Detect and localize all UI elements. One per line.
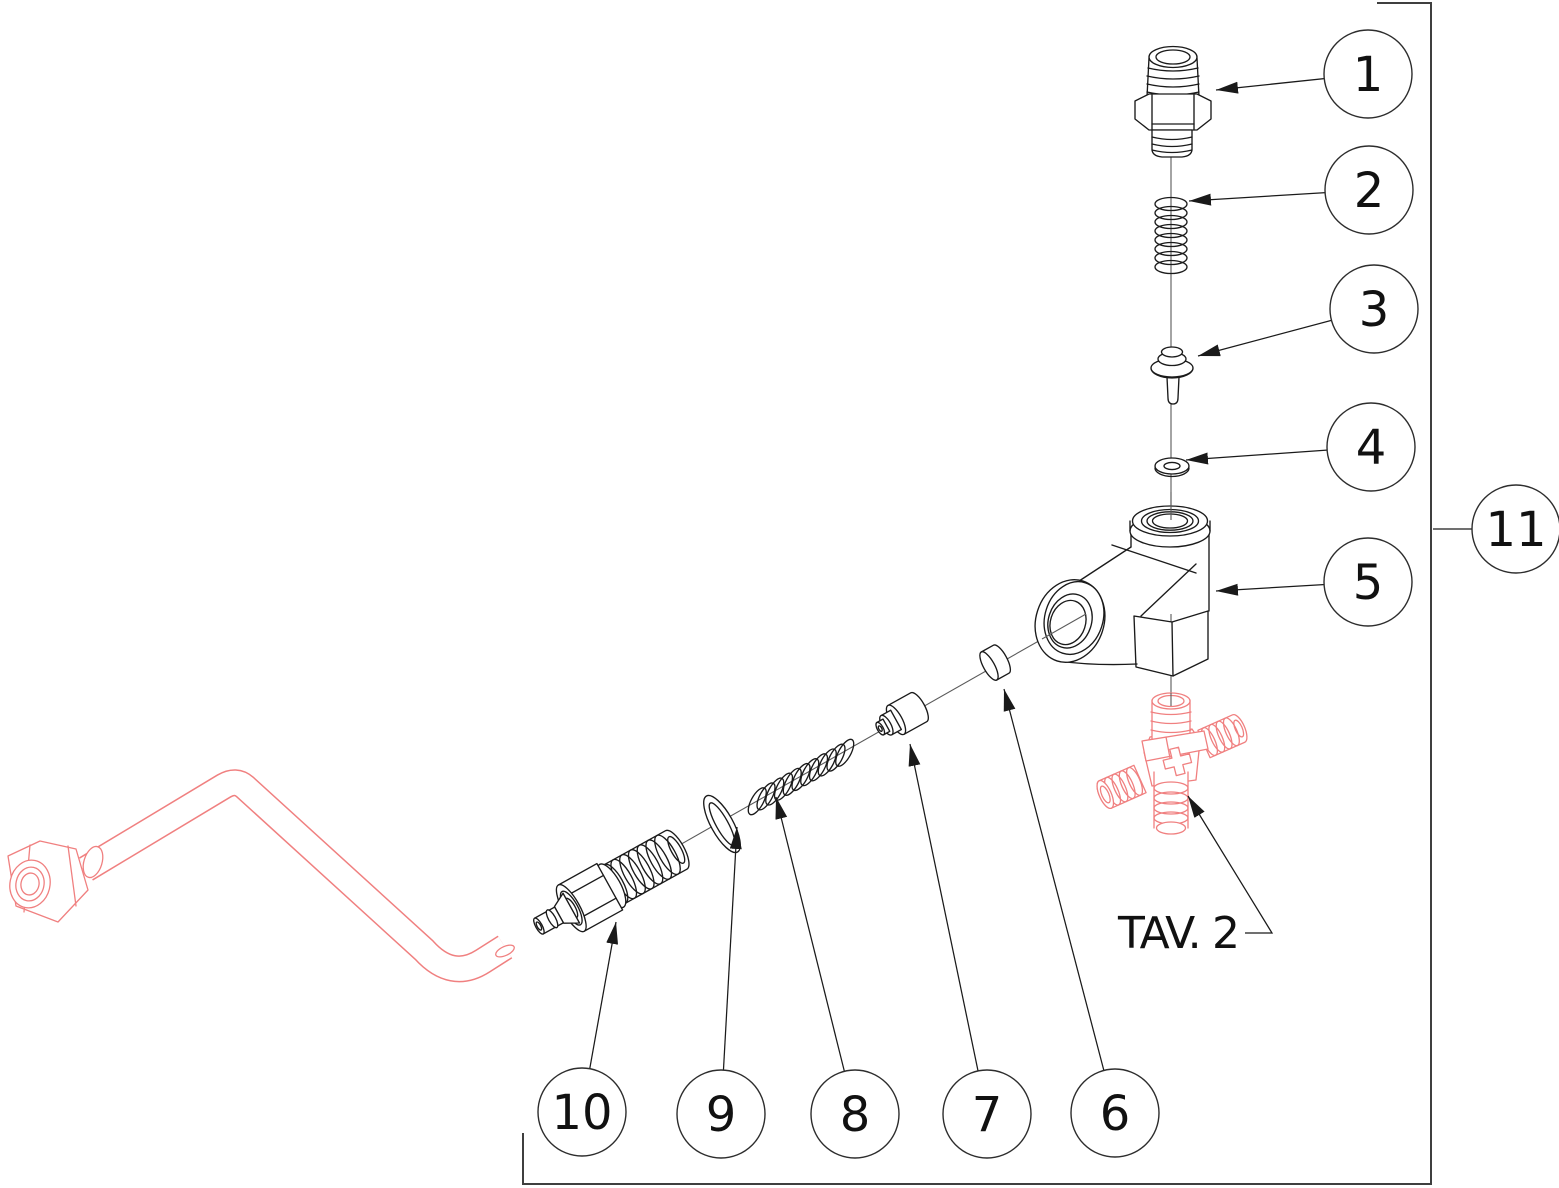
balloon-3-number: 3 [1359,282,1390,338]
axis-lines [552,156,1172,918]
part-2-spring [1154,196,1188,275]
balloon-1-number: 1 [1353,47,1384,103]
balloon-2-circle [1324,145,1414,235]
cross-hex-collar [1141,730,1209,762]
part-1-threaded-plug [1134,45,1212,158]
balloon-8: 8 [810,1069,900,1159]
balloon-10-number: 10 [551,1085,612,1141]
leader-tav-2 [1187,795,1274,934]
balloon-6-number: 6 [1100,1086,1131,1142]
balloon-2-number: 2 [1354,163,1385,219]
part-6-plug-slug [979,644,1012,681]
balloon-4-circle [1326,402,1416,492]
balloon-11: 11 [1471,484,1559,574]
part-9-o-ring [703,794,741,854]
drawing-frame [522,2,1432,1185]
balloon-7: 7 [942,1069,1032,1159]
leader-7 [908,743,988,1115]
cross-right-stub [1197,713,1248,759]
balloon-7-number: 7 [972,1087,1003,1143]
part-3-valve-poppet [1150,346,1194,405]
cross-left-stub [1096,764,1147,810]
balloon-11-circle [1471,484,1559,574]
tav-2-label: TAV. 2 [1117,908,1240,959]
balloon-6-circle [1070,1068,1160,1158]
balloons: 1 2 3 4 5 6 7 8 [537,29,1559,1159]
red-reference-tube [7,769,515,983]
balloon-9: 9 [676,1069,766,1159]
balloon-5: 5 [1323,537,1413,627]
part-5-elbow-body [1034,492,1211,677]
balloon-10: 10 [537,1067,627,1157]
balloon-8-circle [810,1069,900,1159]
balloon-4-number: 4 [1356,420,1387,476]
balloon-11-number: 11 [1485,502,1546,558]
cross-bottom-stub [1153,771,1189,835]
balloon-10-circle [537,1067,627,1157]
cross-plus-boss [1162,746,1193,777]
red-cross-fitting [1096,692,1248,835]
part-7-stepped-nozzle [875,691,929,736]
balloon-6: 6 [1070,1068,1160,1158]
tube-collar [82,845,104,879]
tube-open-end [495,944,515,958]
balloon-3-circle [1329,264,1419,354]
leader-9 [720,826,742,1115]
balloon-5-circle [1323,537,1413,627]
part-10-quick-coupling [533,829,690,935]
balloon-2: 2 [1324,145,1414,235]
balloon-1-circle [1323,29,1413,119]
balloon-1: 1 [1323,29,1413,119]
hex-section [1134,93,1212,131]
leader-6 [1003,688,1116,1114]
balloon-8-number: 8 [840,1087,871,1143]
balloon-9-number: 9 [706,1087,737,1143]
part-4-washer [1154,457,1190,478]
balloon-7-circle [942,1069,1032,1159]
balloon-4: 4 [1326,402,1416,492]
balloon-9-circle [676,1069,766,1159]
balloon-3: 3 [1329,264,1419,354]
part-8-spring [747,738,855,816]
leader-8 [775,796,856,1115]
balloon-5-number: 5 [1353,555,1384,611]
